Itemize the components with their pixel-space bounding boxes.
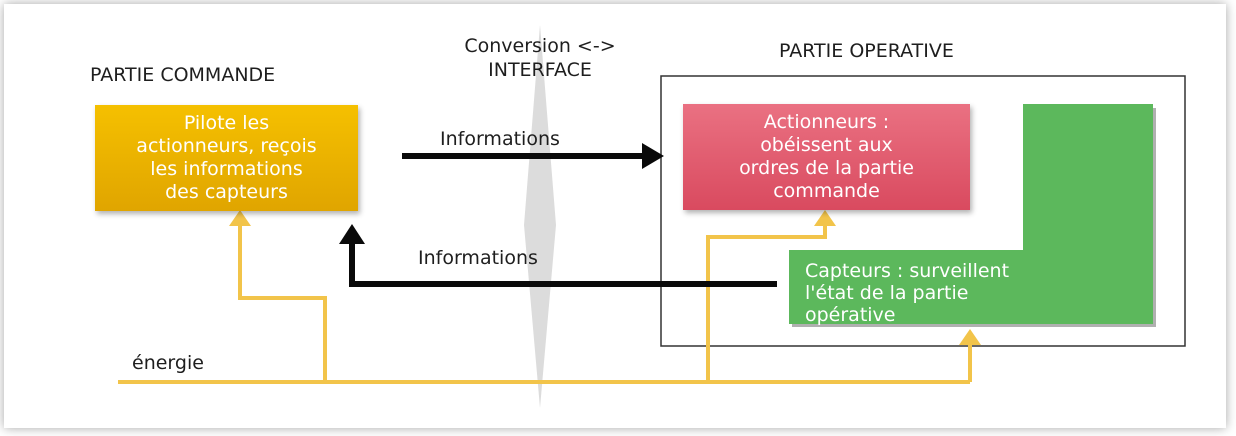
commande-box-line: des capteurs: [165, 181, 288, 203]
actionneurs-box-line: obéissent aux: [760, 134, 893, 156]
capteurs-box-line: Capteurs : surveillent: [805, 260, 1010, 282]
capteurs-box-line: opérative: [805, 304, 896, 326]
heading-interface: Conversion <-> INTERFACE: [430, 34, 650, 82]
actionneurs-box-line: Actionneurs :: [763, 111, 890, 133]
heading-partie-operative: PARTIE OPERATIVE: [779, 40, 954, 62]
heading-interface-line1: Conversion <->: [464, 35, 616, 57]
information-arrow-right: [402, 143, 664, 169]
energy-arrowheads: [229, 210, 981, 345]
commande-box-line: Pilote les: [183, 112, 270, 134]
actionneurs-box-line: commande: [773, 180, 880, 202]
commande-box-line: les informations: [150, 158, 303, 180]
partie-operative-frame: [660, 75, 1186, 347]
heading-partie-commande: PARTIE COMMANDE: [90, 64, 276, 86]
capteurs-box-text: Capteurs : surveillent l'état de la part…: [805, 260, 1009, 326]
actionneurs-box-line: ordres de la partie: [739, 157, 914, 179]
heading-interface-line2: INTERFACE: [488, 59, 592, 81]
diagram-frame: [4, 4, 1226, 428]
information-arrow-back: [339, 224, 777, 287]
informations-label-bottom: Informations: [418, 247, 538, 269]
energie-label: énergie: [132, 352, 204, 374]
informations-label-top: Informations: [440, 128, 560, 150]
commande-box: Pilote les actionneurs, reçois les infor…: [95, 105, 358, 211]
capteurs-box-line: l'état de la partie: [805, 282, 969, 304]
commande-box-line: actionneurs, reçois: [136, 135, 317, 157]
capteurs-box: [789, 104, 1153, 324]
actionneurs-box: Actionneurs : obéissent aux ordres de la…: [683, 104, 970, 210]
interface-band: [524, 25, 556, 408]
